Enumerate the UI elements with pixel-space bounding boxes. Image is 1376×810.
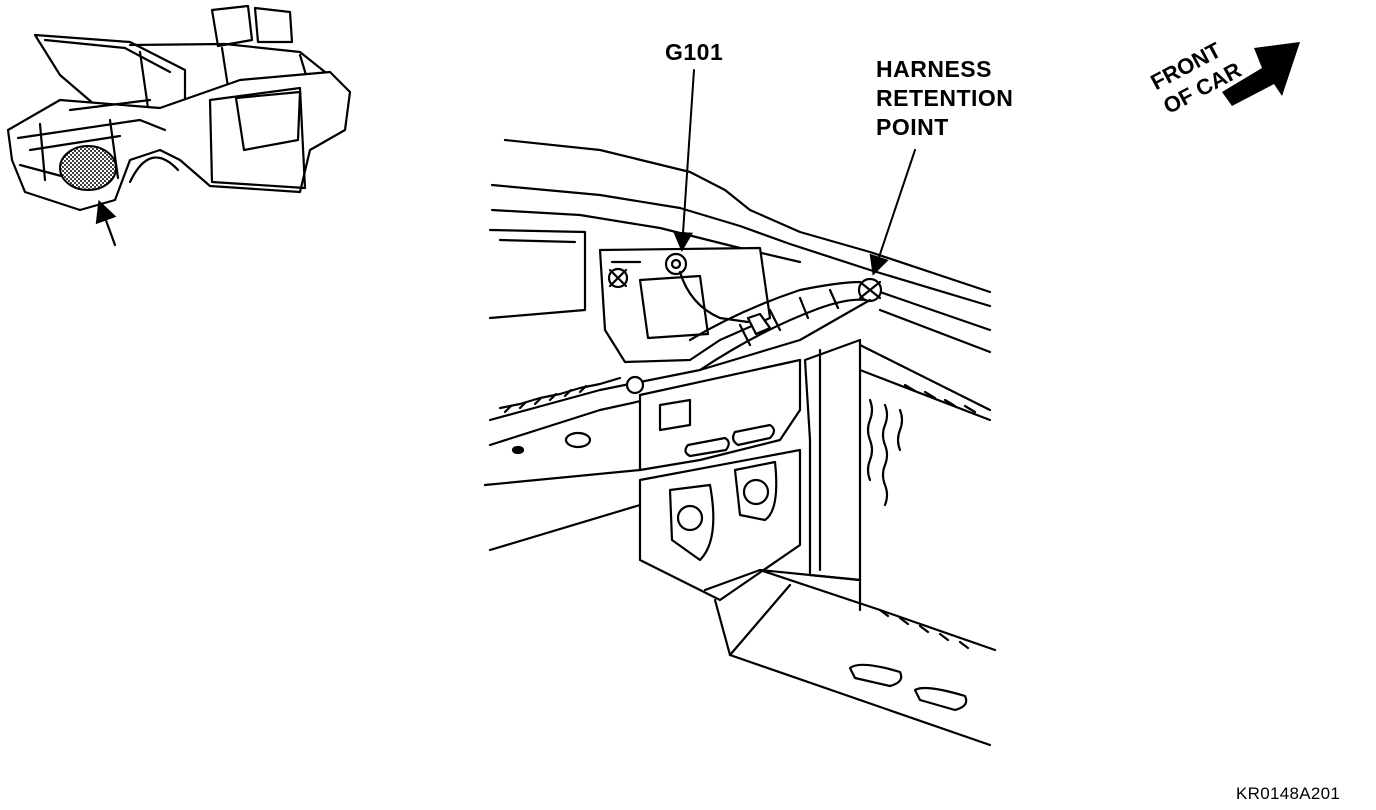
figure-id: KR0148A201: [1236, 784, 1341, 803]
harness-retention-point-label: HARNESS RETENTION POINT: [876, 55, 1013, 142]
harness-label-line-1: HARNESS: [876, 56, 992, 82]
engine-compartment-detail: [483, 69, 997, 747]
front-of-car-arrow-icon: [1222, 42, 1300, 106]
harness-label-line-2: RETENTION: [876, 85, 1014, 111]
car-locator-view: [6, 4, 352, 247]
front-of-car-label: FRONT OF CAR: [1146, 32, 1246, 119]
front-of-car-indicator: FRONT OF CAR: [1140, 20, 1340, 160]
ground-g101-label: G101: [665, 39, 724, 65]
harness-label-line-3: POINT: [876, 114, 949, 140]
